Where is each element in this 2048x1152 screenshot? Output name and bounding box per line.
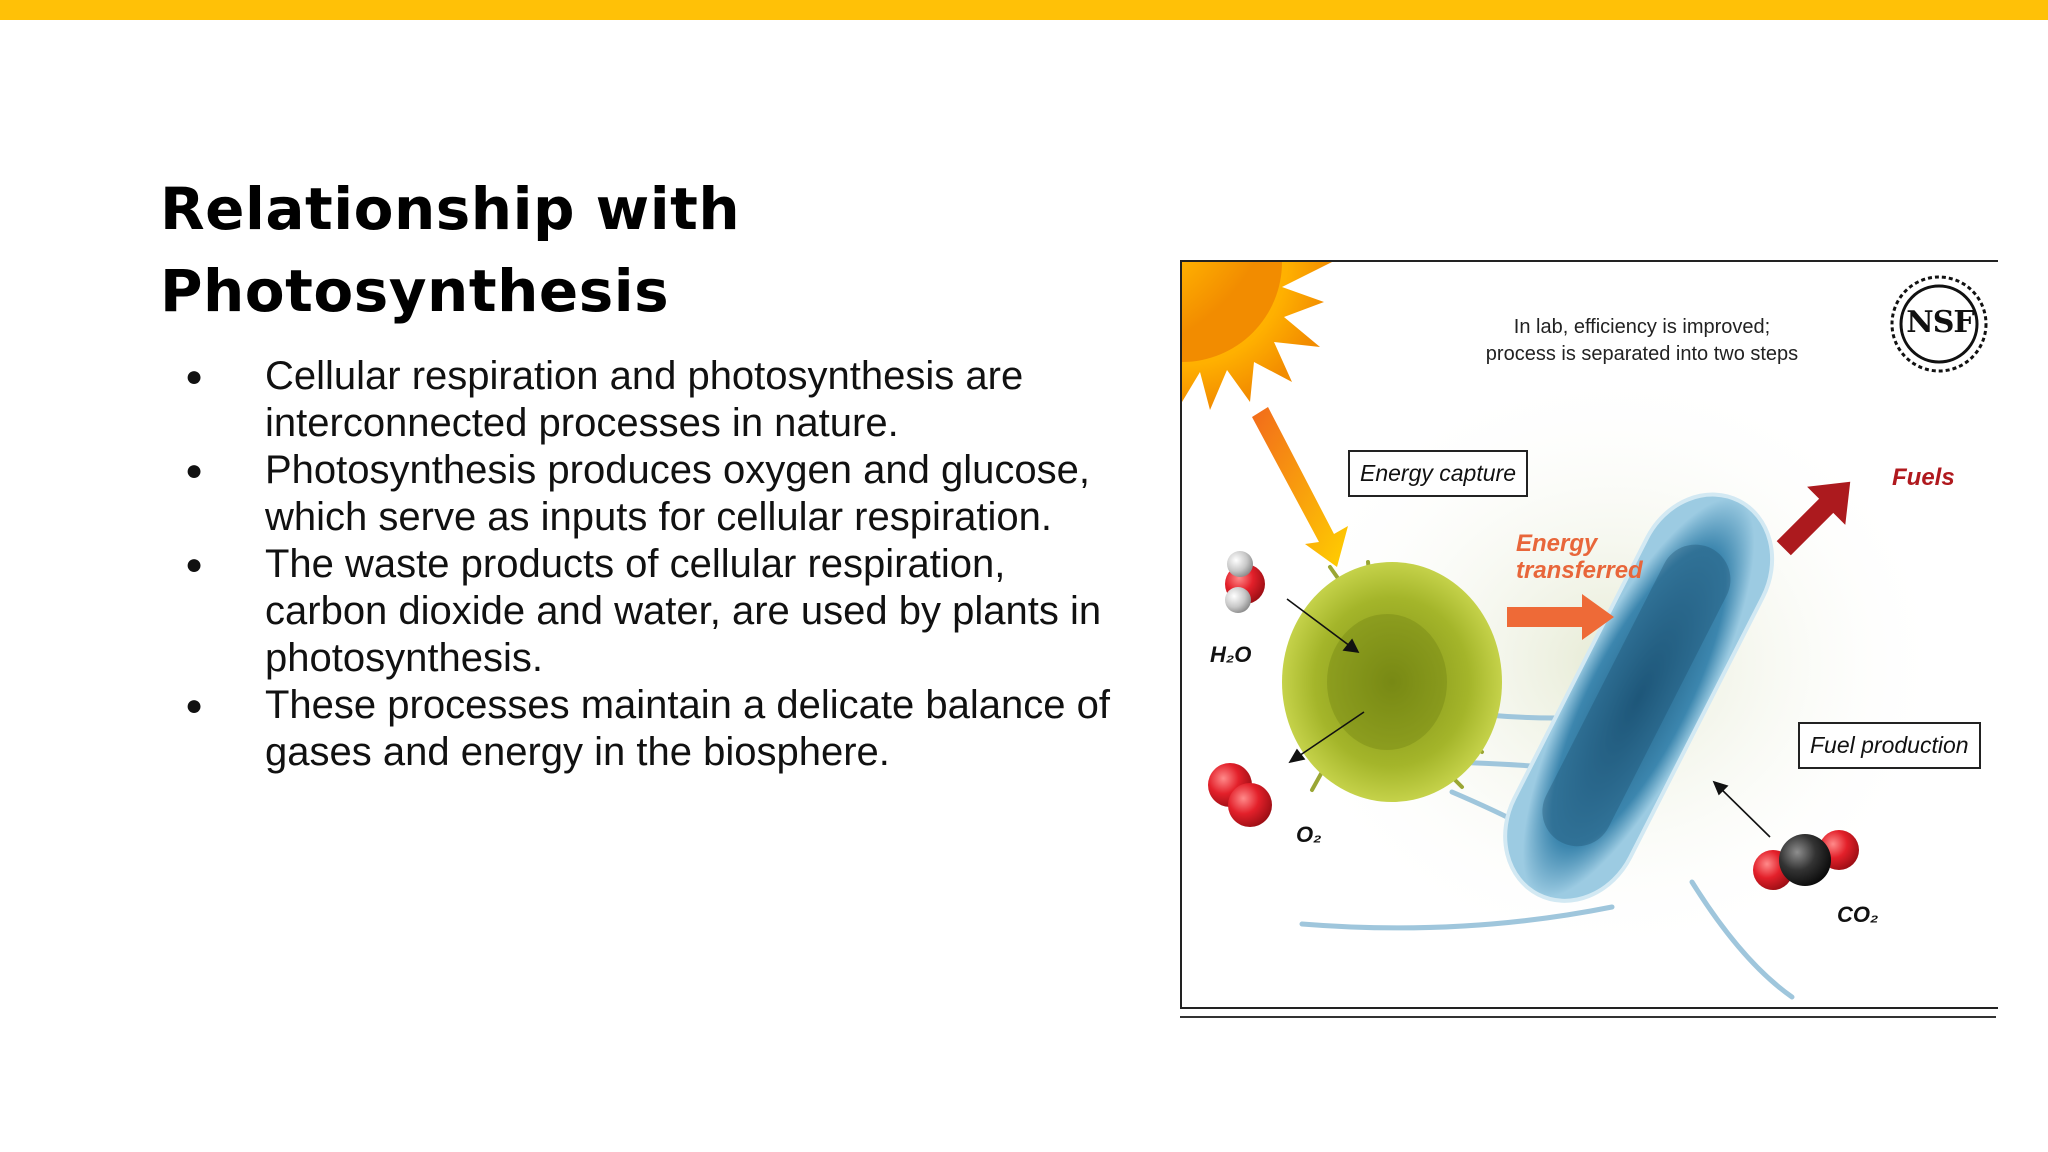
h2o-label: H₂O [1210, 642, 1252, 667]
bacterium-cell [1503, 492, 1775, 903]
o2-label: O₂ [1296, 822, 1322, 847]
sun-icon [1182, 262, 1332, 410]
energy-transfer-arrow-icon [1507, 594, 1614, 640]
bullet-list: ● Cellular respiration and photosynthesis… [185, 353, 1135, 776]
photosynthesis-diagram: In lab, efficiency is improved; process … [1180, 260, 1998, 1009]
bullet-item: ● The waste products of cellular respirat… [185, 541, 1135, 682]
carbon-dioxide-molecule-icon [1753, 830, 1859, 890]
water-molecule-icon [1225, 551, 1265, 613]
figure-underline [1180, 1016, 1996, 1018]
label-line: transferred [1516, 557, 1643, 584]
bullet-marker: ● [185, 454, 204, 487]
bullet-text: These processes maintain a delicate bala… [265, 683, 1110, 774]
fuels-label: Fuels [1892, 464, 1955, 491]
sunlight-arrow-icon [1252, 407, 1348, 567]
fuel-production-label: Fuel production [1798, 722, 1981, 769]
bullet-marker: ● [185, 548, 204, 581]
caption-line: In lab, efficiency is improved; [1513, 316, 1771, 338]
energy-capture-label: Energy capture [1348, 450, 1528, 497]
bullet-marker: ● [185, 360, 204, 393]
bullet-item: ● These processes maintain a delicate bal… [185, 682, 1135, 776]
slide-title: Relationship with Photosynthesis [160, 175, 741, 325]
bullet-text: Cellular respiration and photosynthesis … [265, 354, 1024, 445]
nsf-logo-icon [1890, 275, 1988, 373]
oxygen-molecule-icon [1208, 763, 1272, 827]
energy-transferred-label: Energy transferred [1516, 530, 1643, 584]
alga-cell [1282, 560, 1502, 802]
caption-line: process is separated into two steps [1485, 343, 1799, 365]
bullet-text: The waste products of cellular respirati… [265, 542, 1102, 680]
bullet-item: ● Cellular respiration and photosynthesis… [185, 353, 1135, 447]
bullet-marker: ● [185, 689, 204, 722]
label-line: Energy [1516, 530, 1598, 557]
co2-label: CO₂ [1837, 902, 1879, 927]
diagram-caption: In lab, efficiency is improved; process … [1432, 314, 1852, 368]
nsf-logo-text: NSF [1906, 305, 1974, 340]
bullet-text: Photosynthesis produces oxygen and gluco… [265, 448, 1090, 539]
bullet-item: ● Photosynthesis produces oxygen and gluc… [185, 447, 1135, 541]
diagram-illustration [1182, 262, 1988, 1000]
top-accent-bar [0, 0, 2048, 20]
fuels-arrow-icon [1776, 481, 1851, 556]
